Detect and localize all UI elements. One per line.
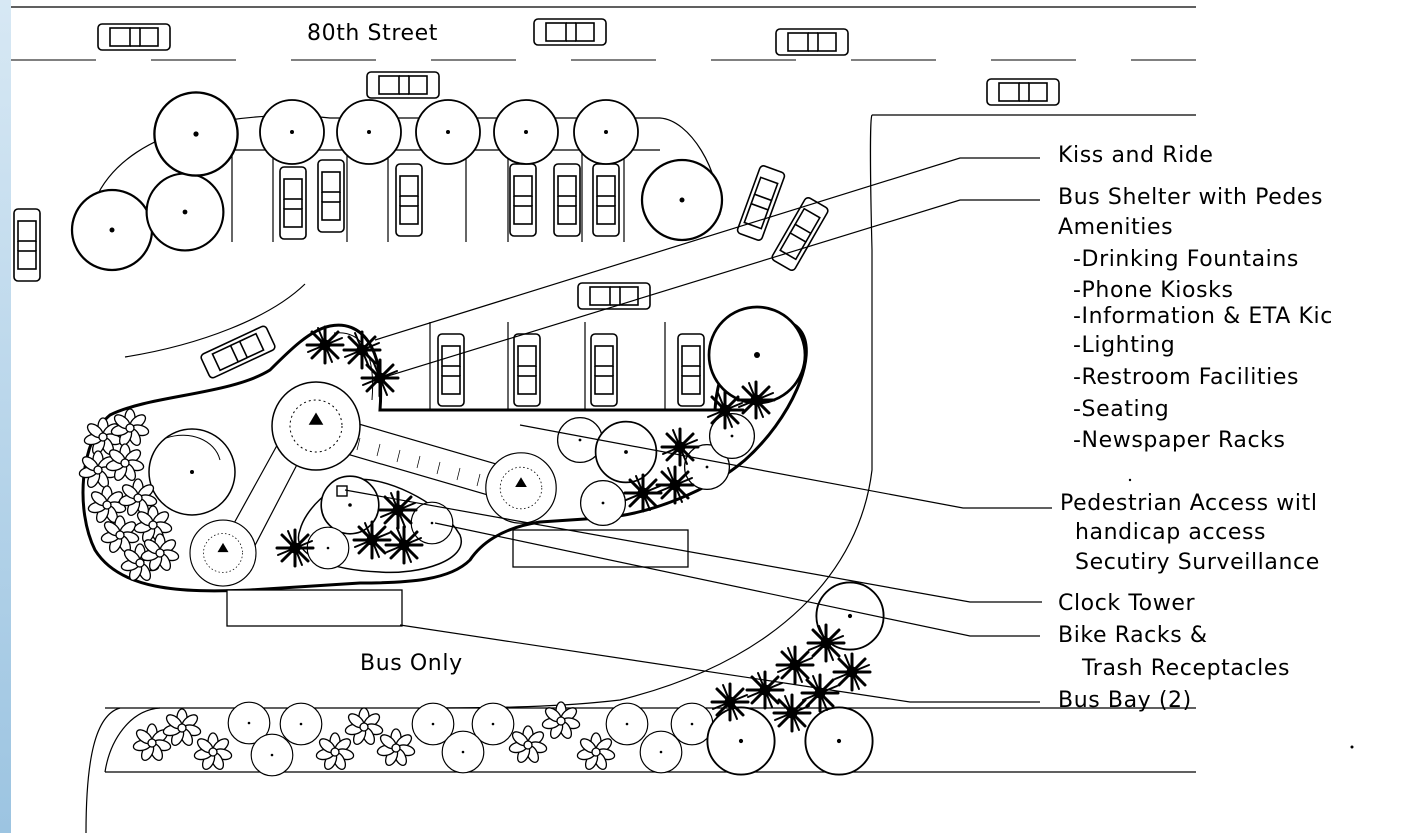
street-lines [11,6,1196,773]
callout-handicap-access: handicap access [1075,520,1267,545]
callout-bus-shelter: Bus Shelter with Pedes [1058,187,1324,209]
amenity-item: -Information & ETA Kic [1073,306,1333,328]
callout-clock-tower: Clock Tower [1058,591,1196,616]
street-name-label: 80th Street [307,21,439,46]
callout-trash-receptacles: Trash Receptacles [1082,656,1291,681]
callout-amenities: Amenities [1058,215,1174,240]
amenity-item: -Lighting [1073,333,1176,358]
amenity-item: -Restroom Facilities [1073,365,1300,390]
amenity-item: -Drinking Fountains [1073,247,1299,272]
bus-only-label: Bus Only [360,651,463,676]
callout-security-surveillance: Secutiry Surveillance [1075,550,1320,575]
callout-bus-bay: Bus Bay (2) [1058,688,1192,713]
callout-kiss-and-ride: Kiss and Ride [1058,143,1214,168]
bottom-planting-strip [104,478,1354,777]
window-edge-strip [0,0,11,833]
amenity-item: -Newspaper Racks [1073,428,1286,453]
shade-trees [148,381,557,587]
callout-bike-racks: Bike Racks & [1058,623,1208,648]
island-small-trees [306,305,807,570]
callout-leader-lines [344,157,1052,703]
amenity-item: -Phone Kiosks [1073,278,1234,303]
callout-pedestrian-access: Pedestrian Access witl [1060,493,1318,515]
amenity-item: -Seating [1073,397,1170,422]
